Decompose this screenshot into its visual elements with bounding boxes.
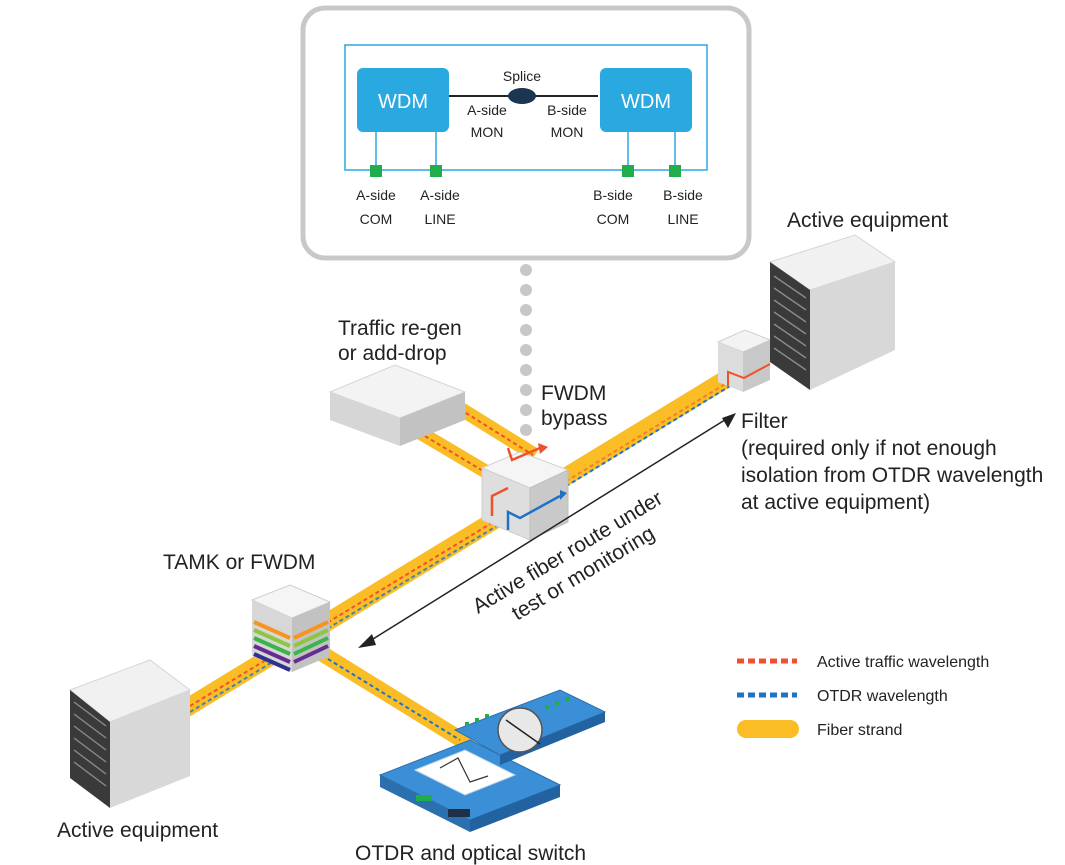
tamk-fwdm-icon (250, 584, 332, 672)
otdr-label: OTDR and optical switch (355, 842, 586, 865)
legend-label-active-traffic: Active traffic wavelength (817, 654, 989, 671)
active-equipment-right-label: Active equipment (787, 209, 948, 232)
legend-swatch-fiber (737, 720, 799, 738)
b-mon-label-2: MON (551, 124, 584, 140)
legend-label-otdr: OTDR wavelength (817, 688, 948, 705)
a-mon-label-2: MON (471, 124, 504, 140)
filter-label-1: Filter (741, 410, 788, 433)
fwdm-bypass-label-1: FWDM (541, 382, 606, 405)
traffic-regen-label-1: Traffic re-gen (338, 317, 462, 340)
active-equipment-icon (768, 234, 897, 390)
port-icon (430, 165, 442, 177)
a-com-label-2: COM (360, 211, 393, 227)
legend-label-fiber: Fiber strand (817, 722, 902, 739)
splice-icon (508, 88, 536, 104)
splice-label: Splice (503, 68, 541, 84)
active-equipment-icon (69, 659, 192, 808)
a-line-label-1: A-side (420, 187, 460, 203)
tamk-label: TAMK or FWDM (163, 551, 315, 574)
traffic-regen-label-2: or add-drop (338, 342, 447, 365)
b-com-label-1: B-side (593, 187, 633, 203)
b-line-label-2: LINE (667, 211, 698, 227)
port-icon (669, 165, 681, 177)
filter-icon (716, 329, 772, 392)
filter-label-4: at active equipment) (741, 491, 930, 514)
route-arrow (358, 413, 736, 648)
wdm-box-left (357, 68, 449, 132)
a-mon-label-1: A-side (467, 102, 507, 118)
a-line-label-2: LINE (424, 211, 455, 227)
a-com-label-1: A-side (356, 187, 396, 203)
active-equipment-left-label: Active equipment (57, 819, 218, 842)
wdm-right-label: WDM (621, 91, 671, 113)
port-icon (622, 165, 634, 177)
wdm-box-right (600, 68, 692, 132)
otdr-switch-icon (378, 689, 607, 832)
callout-panel: Splice WDM WDM A-side MON B-side MON A-s… (300, 5, 752, 261)
b-line-label-1: B-side (663, 187, 703, 203)
wdm-left-label: WDM (378, 91, 428, 113)
b-com-label-2: COM (597, 211, 630, 227)
legend: Active traffic wavelength OTDR wavelengt… (737, 654, 989, 739)
traffic-regen-equipment-icon (328, 364, 467, 446)
b-mon-label-1: B-side (547, 102, 587, 118)
filter-label-2: (required only if not enough (741, 437, 997, 460)
filter-label-3: isolation from OTDR wavelength (741, 464, 1043, 487)
fwdm-bypass-icon (480, 443, 570, 541)
fwdm-bypass-label-2: bypass (541, 407, 608, 430)
port-icon (370, 165, 382, 177)
callout-connector (520, 264, 532, 456)
